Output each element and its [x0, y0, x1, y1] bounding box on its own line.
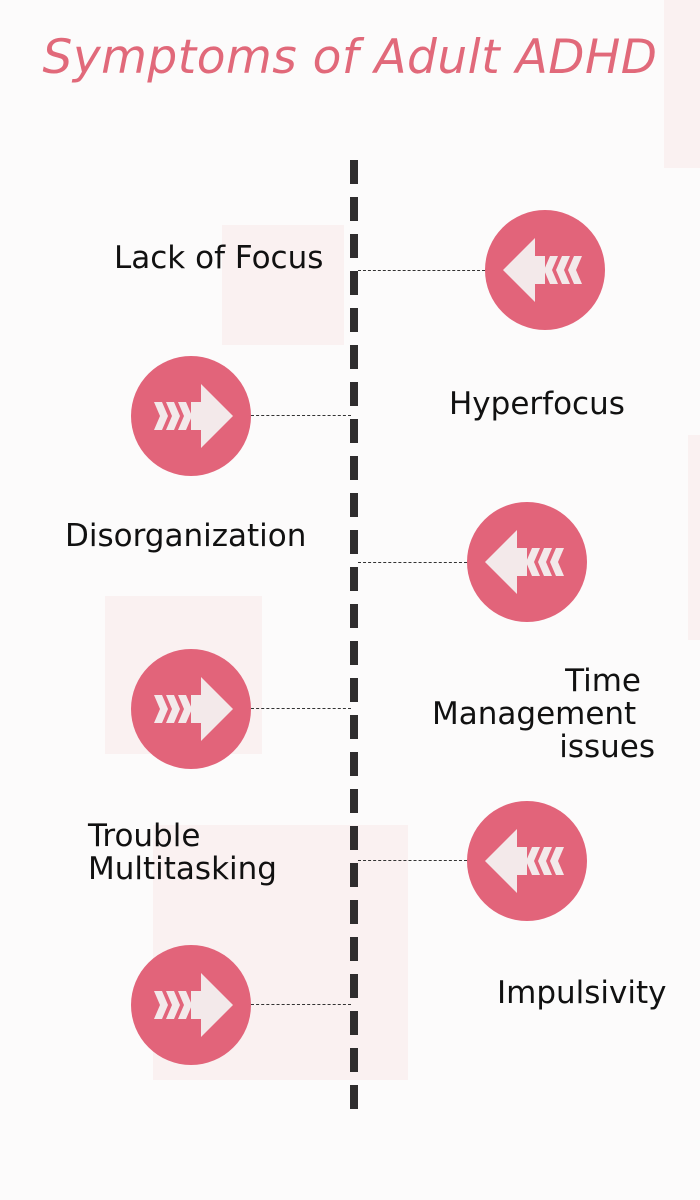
- arrow-right-icon: [131, 649, 251, 769]
- connector-line: [358, 270, 485, 271]
- symptom-label-disorganization: Disorganization: [65, 518, 307, 554]
- label-line: Time: [565, 663, 641, 699]
- symptom-label-trouble-multitasking: Trouble Multitasking: [88, 820, 277, 886]
- symptom-label-lack-of-focus: Lack of Focus: [114, 240, 324, 276]
- label-line: Multitasking: [88, 851, 277, 887]
- arrow-right-icon: [131, 356, 251, 476]
- label-line: Management: [432, 696, 637, 732]
- label-line: Trouble: [88, 818, 201, 854]
- background-patch: [688, 435, 700, 640]
- connector-line: [251, 1004, 351, 1005]
- connector-line: [358, 562, 467, 563]
- connector-line: [358, 860, 467, 861]
- timeline-axis: [350, 160, 358, 1118]
- arrow-left-icon: [467, 801, 587, 921]
- arrow-left-icon: [467, 502, 587, 622]
- background-patch: [664, 0, 700, 168]
- page-title: Symptoms of Adult ADHD: [42, 30, 658, 85]
- symptom-label-hyperfocus: Hyperfocus: [449, 386, 625, 422]
- connector-line: [251, 708, 351, 709]
- connector-line: [251, 415, 351, 416]
- label-line: issues: [559, 729, 655, 765]
- symptom-label-time-management: Time Management issues: [430, 665, 655, 764]
- background-patch: [222, 225, 344, 345]
- symptom-label-impulsivity: Impulsivity: [497, 975, 667, 1011]
- arrow-left-icon: [485, 210, 605, 330]
- arrow-right-icon: [131, 945, 251, 1065]
